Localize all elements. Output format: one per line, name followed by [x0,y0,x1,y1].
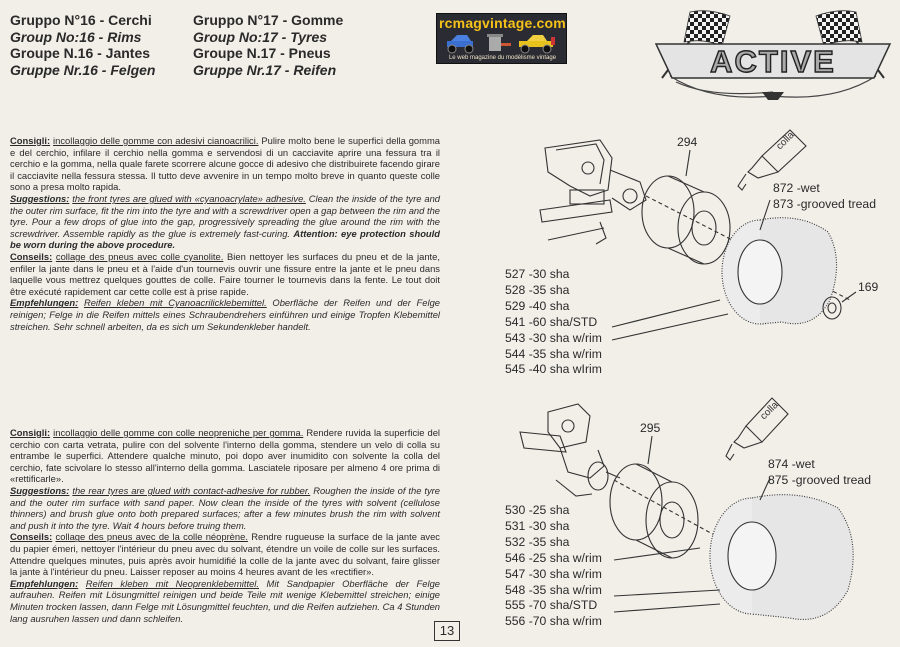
group-16-italian: Gruppo N°16 - Cerchi [10,12,152,28]
rear-part-item: 548 -35 sha w/rim [505,582,602,597]
front-tyre-drawing [721,217,838,325]
rear-german-paragraph: Empfehlungen: Reifen kleben mit Neoprenk… [10,577,440,624]
front-rim-label: 294 [677,135,698,149]
front-parts-leader-2 [611,313,729,341]
rear-tyre-leader [759,477,771,501]
front-part-item: 544 -35 sha w/rim [505,346,602,361]
front-part-item: 541 -60 sha/STD [505,314,598,329]
group-16-english: Group No:16 - Rims [10,28,142,45]
rear-part-item: 556 -70 sha w/rim [505,614,602,629]
group-17-english: Group No:17 - Tyres [193,28,328,45]
rear-english-paragraph: Suggestions: the rear tyres are glued wi… [10,484,440,531]
front-german-paragraph: Empfehlungen: Reifen kleben mit Cyanoacr… [10,297,441,332]
group-17-italian: Gruppo N°17 - Gomme [193,12,344,28]
rear-parts-leader-3 [613,603,721,613]
front-part-item: 529 -40 sha [505,298,570,313]
buggy-icon [447,35,474,54]
rear-part-item: 531 -30 sha [505,518,570,533]
rear-tyre-wet-label: 874 -wet [768,457,815,471]
front-english-paragraph: Suggestions: the front tyres are glued w… [10,192,440,251]
group-16-title: Gruppo N°16 - Cerchi Group No:16 - Rims … [10,12,155,78]
front-rim-294-drawing [641,149,731,265]
front-french-paragraph: Conseils: collage des pneus avec colle c… [10,250,440,297]
logo-cars-icon [447,34,555,54]
front-part-item: 527 -30 sha [505,267,570,281]
rear-rim-label: 295 [640,421,661,435]
rear-part-item: 546 -25 sha w/rim [505,550,602,565]
rear-parts-leader-1 [613,547,701,561]
rear-part-item: 547 -30 sha w/rim [505,566,602,581]
rear-part-item: 530 -25 sha [505,503,570,517]
rear-tyre-grooved-label: 875 -grooved tread [768,473,871,487]
nut-169-drawing [822,291,857,320]
front-parts-leader-1 [611,299,721,328]
rear-tyre-drawing [709,494,854,620]
rear-hub-assembly-drawing [519,403,621,497]
rear-italian-paragraph: Consigli: incollaggio delle gomme con co… [10,427,440,485]
front-part-item: 543 -30 sha w/rim [505,330,602,345]
rear-tyres-instructions: Consigli: incollaggio delle gomme con co… [10,427,440,624]
page-number: 13 [434,621,460,641]
rcmagvintage-logo[interactable]: rcmagvintage.com Le web magazine du [436,13,567,64]
rear-part-item: 532 -35 sha [505,534,570,549]
front-tyre-wet-label: 872 -wet [773,181,820,195]
front-parts-list: 527 -30 sha 528 -35 sha 529 -40 sha 541 … [505,267,602,378]
race-car-icon [519,35,555,54]
engine-icon [487,34,511,51]
group-17-title: Gruppo N°17 - Gomme Group No:17 - Tyres … [193,12,343,78]
front-part-item: 528 -35 sha [505,282,570,297]
group-16-french: Groupe N.16 - Jantes [10,45,151,61]
front-tyre-grooved-label: 873 -grooved tread [773,197,876,211]
front-italian-paragraph: Consigli: incollaggio delle gomme con ad… [10,135,440,193]
group-17-french: Groupe N.17 - Pneus [193,45,331,61]
front-part-item: 545 -40 sha wIrim [505,362,602,377]
brand-name: ACTIVE [710,44,836,79]
rear-glue-tube-drawing: colla [725,397,789,461]
rear-parts-list: 530 -25 sha 531 -30 sha 532 -35 sha 546 … [505,503,602,630]
logo-subtitle: Le web magazine du modélisme vintage [448,55,557,61]
group-16-german: Gruppe Nr.16 - Felgen [10,61,156,78]
rear-parts-leader-2 [613,589,721,597]
shield-tab-icon [762,92,784,100]
nut-label: 169 [858,280,879,294]
active-brand-logo: ACTIVE [654,10,892,100]
front-tyres-instructions: Consigli: incollaggio delle gomme con ad… [10,135,440,332]
rear-french-paragraph: Conseils: collage des pneus avec de la c… [10,531,440,578]
group-17-german: Gruppe Nr.17 - Reifen [193,61,337,78]
logo-title: rcmagvintage.com [439,15,566,31]
rear-rim-295-drawing [609,435,699,559]
front-tyre-leader [759,199,771,231]
front-steering-upright-drawing [539,139,647,245]
rear-part-item: 555 -70 sha/STD [505,598,598,613]
